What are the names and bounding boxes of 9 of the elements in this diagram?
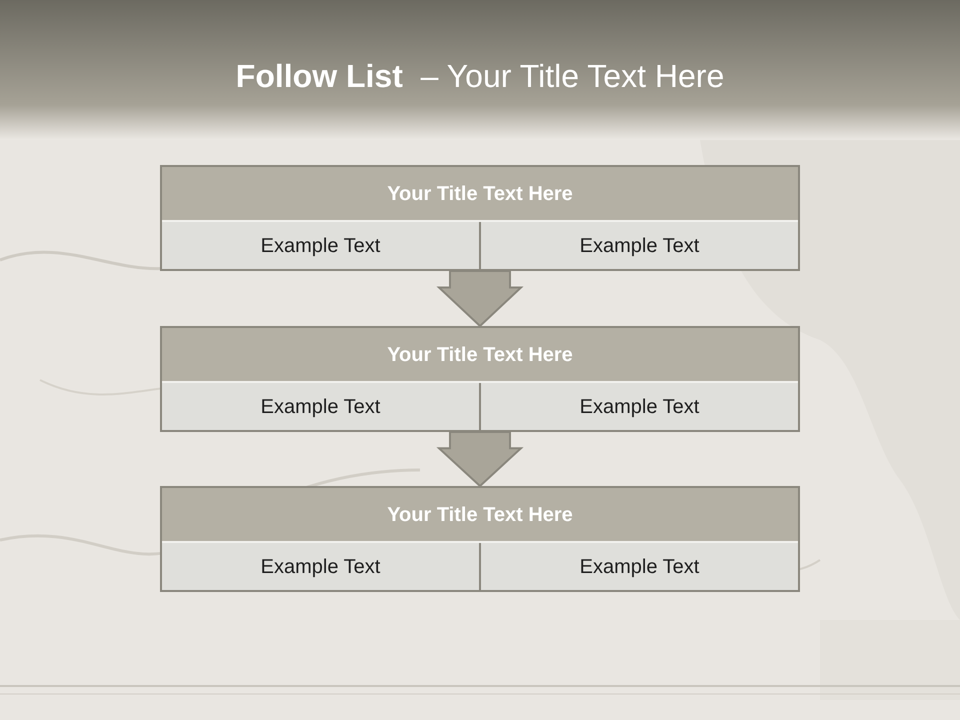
slide-title: Follow List – Your Title Text Here [236,57,724,96]
list-block [160,486,800,592]
title-bar: Your Title Text Here [162,328,798,383]
title-bar: Your Title Text Here [162,488,798,543]
down-arrow [436,431,524,488]
list-block [160,326,800,432]
title-bar: Your Title Text Here [162,167,798,222]
list-block [160,165,800,271]
down-arrow [436,270,524,328]
